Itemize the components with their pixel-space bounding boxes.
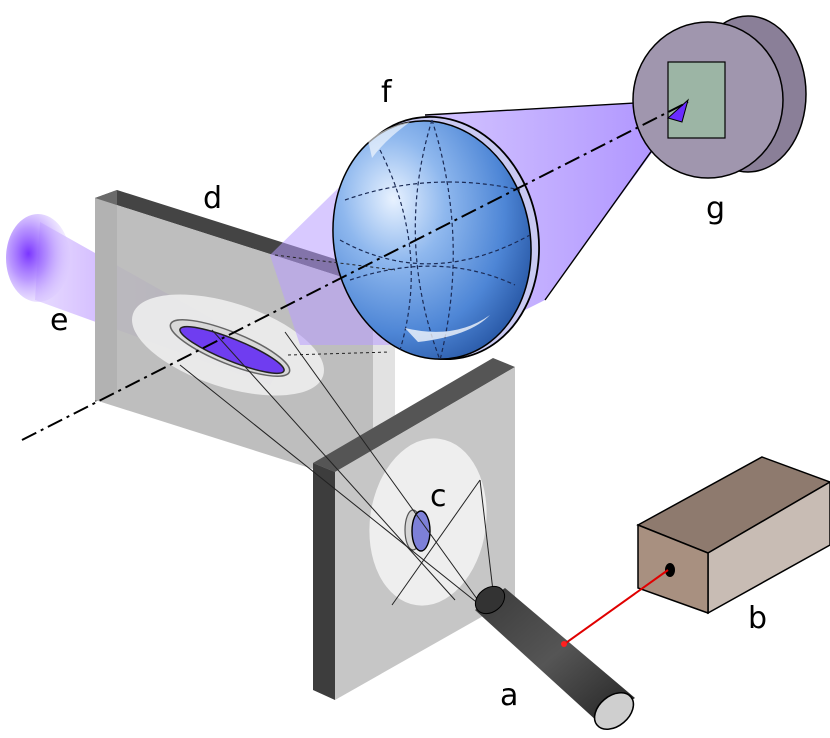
label-a: a	[500, 678, 518, 713]
plate-c-top-edge	[313, 358, 515, 472]
label-e: e	[50, 303, 68, 338]
label-c: c	[430, 479, 447, 514]
slot-opening	[179, 325, 285, 375]
plate-c-left-edge	[313, 463, 335, 700]
pinhole-opening	[411, 510, 431, 552]
label-g: g	[706, 191, 725, 226]
pinhole-plate-c	[313, 358, 515, 700]
lens-f	[332, 115, 540, 361]
rod-body	[475, 588, 635, 722]
detector-g	[632, 15, 807, 179]
label-b: b	[748, 601, 767, 636]
laser-b	[561, 456, 830, 647]
laser-aperture	[665, 563, 675, 577]
laser-beam	[562, 569, 669, 646]
rod-top-cap	[474, 585, 506, 615]
source-glow	[6, 214, 70, 302]
lens-highlight	[405, 315, 490, 342]
optical-axis	[21, 101, 689, 441]
sensor-square	[667, 61, 726, 139]
laser-spot	[561, 641, 567, 647]
label-f: f	[381, 75, 393, 110]
sample-rod-a	[474, 585, 635, 730]
lens-highlight-2	[368, 122, 410, 158]
label-d: d	[203, 181, 222, 216]
rod-end-face	[593, 692, 635, 730]
